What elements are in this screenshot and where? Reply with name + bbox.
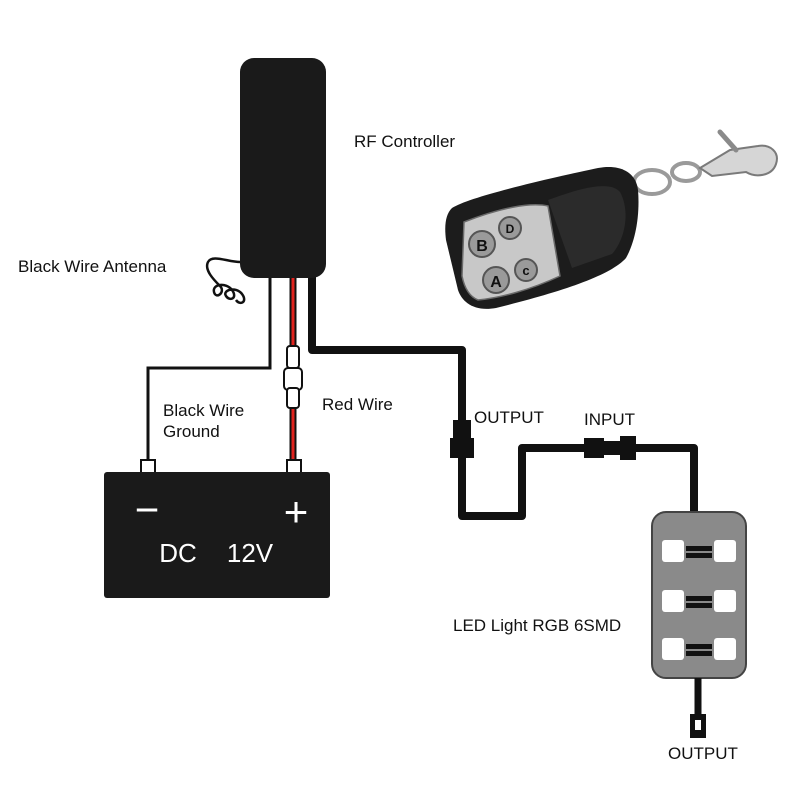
ground-label-line1: Black Wire xyxy=(163,401,245,420)
output-connector xyxy=(450,420,474,458)
remote-button-a: A xyxy=(490,274,502,291)
led-output-connector xyxy=(690,714,706,738)
rf-controller-box xyxy=(240,58,326,278)
led-cable xyxy=(636,444,698,516)
ground-wire xyxy=(146,272,272,462)
led-module xyxy=(651,511,747,679)
fuse-connector xyxy=(283,345,303,409)
input-label: INPUT xyxy=(584,410,635,429)
link-cable xyxy=(458,444,586,520)
battery-minus: − xyxy=(135,486,160,533)
remote-button-c: c xyxy=(522,263,529,278)
battery-plus: + xyxy=(284,488,309,535)
output-top-label: OUTPUT xyxy=(474,408,544,427)
remote-button-b: B xyxy=(476,238,488,255)
output-bottom-label: OUTPUT xyxy=(668,744,738,763)
led-label: LED Light RGB 6SMD xyxy=(453,616,622,635)
battery: − + DC 12V xyxy=(104,459,330,598)
ground-label-line2: Ground xyxy=(163,422,220,441)
antenna-label: Black Wire Antenna xyxy=(18,257,167,276)
red-wire-label: Red Wire xyxy=(322,395,393,414)
remote-button-d: D xyxy=(506,222,515,236)
input-connector xyxy=(584,436,636,460)
battery-voltage: 12V xyxy=(227,538,274,568)
output-cable xyxy=(308,276,466,424)
rf-controller-label: RF Controller xyxy=(354,132,456,151)
remote-fob: B D A c xyxy=(445,129,778,309)
battery-dc: DC xyxy=(159,538,197,568)
antenna-coil xyxy=(205,257,246,305)
